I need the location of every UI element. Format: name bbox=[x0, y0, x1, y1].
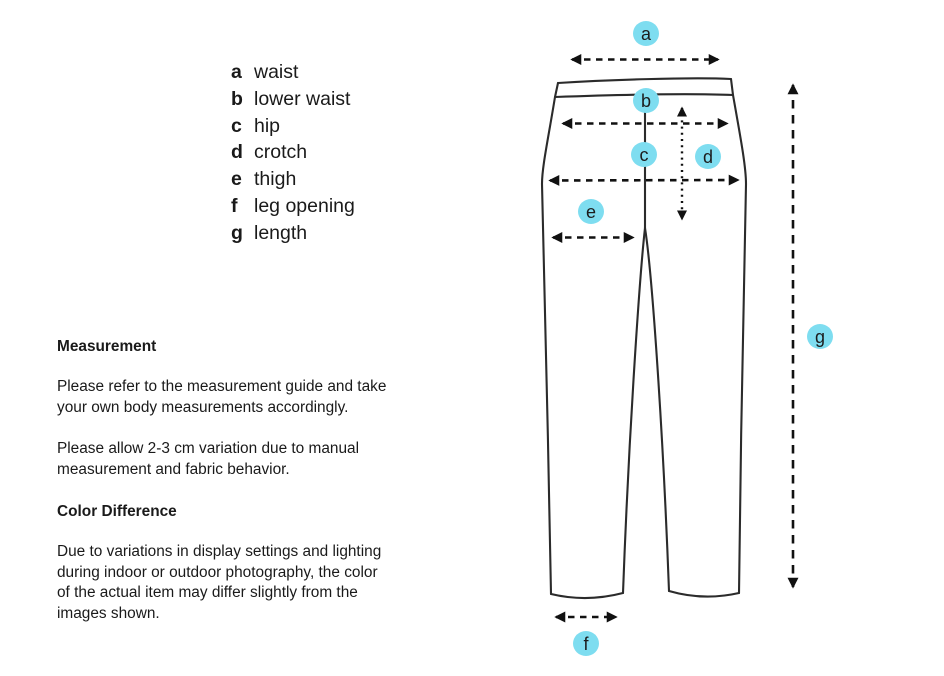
badge-f-leg-opening: f bbox=[573, 631, 599, 656]
legend-label: length bbox=[254, 221, 308, 244]
measurement-heading: Measurement bbox=[57, 338, 157, 355]
badge-d-crotch: d bbox=[695, 144, 721, 169]
badge-b-lower-waist: b bbox=[633, 88, 659, 113]
legend-label: waist bbox=[254, 61, 299, 83]
measurement-notes: Measurement Please refer to the measurem… bbox=[57, 337, 419, 646]
legend-letter: c bbox=[231, 114, 242, 137]
left-outer-seam bbox=[540, 95, 557, 596]
legend-letter: f bbox=[231, 194, 238, 217]
arrow-c-hip bbox=[548, 174, 740, 186]
measurement-paragraph-2: Please allow 2-3 cm variation due to man… bbox=[57, 440, 359, 479]
right-inner-seam bbox=[643, 226, 671, 593]
legend-label: lower waist bbox=[254, 87, 351, 110]
legend-label: thigh bbox=[254, 168, 297, 191]
waistband-right bbox=[729, 77, 735, 97]
legend: a waist b lower waist c hip d crotch e t… bbox=[231, 59, 355, 247]
color-difference-heading: Color Difference bbox=[57, 502, 177, 520]
legend-label: hip bbox=[254, 114, 281, 137]
color-difference-paragraph: Due to variations in display settings an… bbox=[57, 542, 382, 623]
badge-c-hip: c bbox=[631, 142, 657, 167]
waistband-left bbox=[553, 81, 560, 99]
legend-letter: a bbox=[231, 61, 242, 83]
waistband-top bbox=[556, 77, 733, 85]
measurement-paragraph-1: Please refer to the measurement guide an… bbox=[57, 377, 387, 416]
legend-item-waist: a waist bbox=[231, 59, 355, 86]
right-hem bbox=[667, 589, 741, 598]
badge-e-thigh: e bbox=[578, 199, 604, 224]
legend-item-thigh: e thigh bbox=[231, 166, 355, 193]
legend-letter: d bbox=[231, 141, 243, 164]
legend-item-lower-waist: b lower waist bbox=[231, 86, 355, 113]
left-inner-seam bbox=[621, 226, 647, 595]
measurement-arrows bbox=[548, 54, 799, 623]
legend-item-crotch: d crotch bbox=[231, 139, 355, 166]
legend-label: leg opening bbox=[254, 194, 355, 217]
legend-letter: g bbox=[231, 221, 243, 244]
legend-letter: b bbox=[231, 87, 243, 110]
legend-item-hip: c hip bbox=[231, 113, 355, 140]
left-hem bbox=[549, 591, 625, 600]
legend-item-length: g length bbox=[231, 220, 355, 247]
right-outer-seam bbox=[731, 93, 748, 595]
legend-label: crotch bbox=[254, 141, 308, 164]
badge-a-waist: a bbox=[633, 21, 659, 46]
legend-item-leg-opening: f leg opening bbox=[231, 193, 355, 220]
legend-letter: e bbox=[231, 168, 242, 191]
badge-g-length: g bbox=[807, 324, 833, 349]
